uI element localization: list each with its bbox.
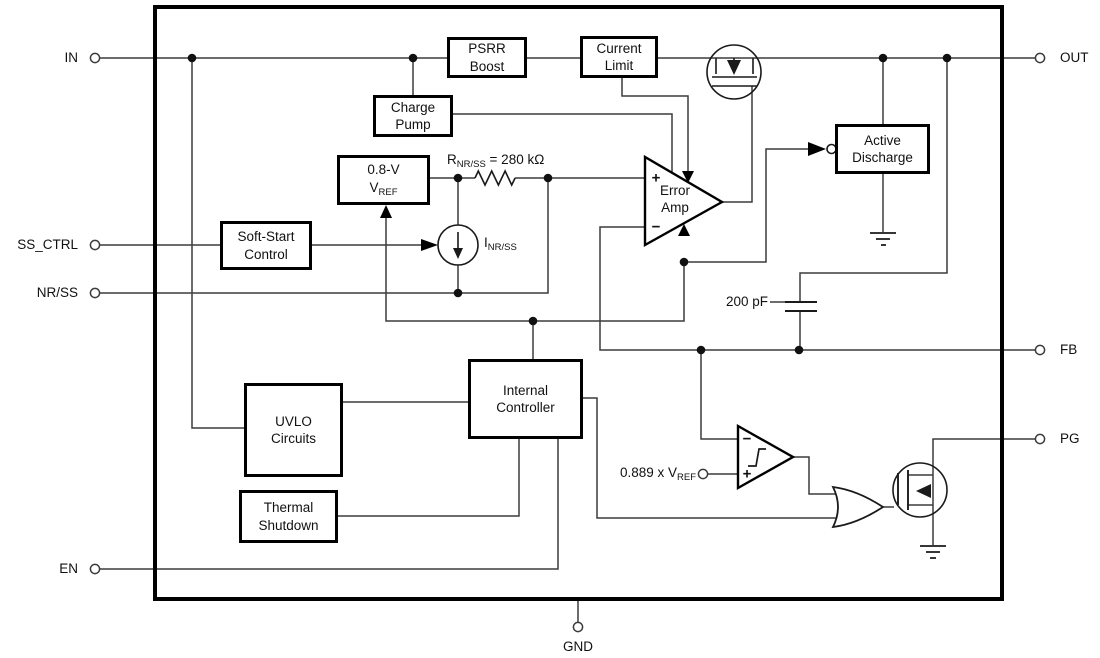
block-label: Thermal — [263, 500, 314, 516]
comparator-plus-input-label: + — [742, 465, 752, 483]
block-label: Pump — [395, 117, 431, 132]
thermal-shutdown-block: Thermal Shutdown — [239, 490, 338, 543]
capacitor-value-label: 200 pF — [725, 294, 768, 309]
block-label: Limit — [604, 58, 634, 73]
wiring — [100, 57, 1035, 622]
nr-ss-pin-terminal — [89, 287, 101, 299]
block-label: Internal — [502, 382, 549, 398]
pg-transistor-icon — [892, 462, 948, 518]
gnd-pin-terminal — [572, 621, 584, 633]
block-label: Charge — [390, 99, 436, 115]
error-amp-minus-input-label: − — [651, 218, 661, 236]
current-limit-block: Current Limit — [580, 36, 658, 78]
soft-start-control-block: Soft-Start Control — [220, 221, 312, 270]
pin-label-ss-ctrl: SS_CTRL — [17, 237, 78, 252]
pin-label-in: IN — [64, 50, 79, 65]
error-amp-triangle — [643, 154, 725, 248]
pin-label-nr-ss: NR/SS — [36, 285, 78, 300]
body-diode-arrow-icon — [727, 60, 741, 75]
block-label: Active — [864, 132, 901, 148]
pin-label-fb: FB — [1060, 342, 1078, 357]
error-amp-label: Error Amp — [660, 183, 690, 215]
ground-icon — [920, 545, 946, 559]
pass-transistor-icon — [706, 44, 762, 100]
pin-terminals — [89, 52, 1046, 633]
internal-controller-block: Internal Controller — [468, 359, 583, 439]
resistor-icon — [474, 169, 516, 187]
out-pin-terminal — [1034, 52, 1046, 64]
current-limit-arrow-icon — [682, 171, 694, 183]
body-diode-arrow-icon — [916, 484, 931, 498]
block-label: Controller — [496, 400, 555, 415]
signal-arrowheads — [380, 142, 826, 251]
block-label: Shutdown — [258, 517, 319, 533]
pin-label-gnd: GND — [563, 639, 593, 654]
block-label: Boost — [469, 58, 505, 74]
block-label: Current — [596, 40, 642, 56]
vref-block: 0.8-V VREF — [337, 155, 430, 205]
ss-ctrl-pin-terminal — [89, 239, 101, 251]
pg-pin-terminal — [1034, 433, 1046, 445]
current-direction-arrow-icon — [453, 248, 463, 259]
nrss-current-label: INR/SS — [484, 235, 517, 253]
soft-start-arrow-icon — [421, 239, 438, 251]
block-label: PSRR — [468, 41, 506, 57]
block-label: Discharge — [852, 150, 913, 165]
charge-pump-block: Charge Pump — [373, 95, 453, 137]
error-amp-plus-input-label: + — [651, 169, 661, 187]
psrr-boost-block: PSRR Boost — [447, 37, 527, 78]
or-gate-icon — [831, 485, 885, 529]
uvlo-circuits-block: UVLO Circuits — [244, 383, 343, 477]
block-label: VREF — [369, 179, 398, 198]
ground-icon — [870, 232, 896, 246]
error-amp-enable-arrow-icon — [678, 224, 690, 236]
current-source-icon — [437, 224, 479, 266]
pg-threshold-label: 0.889 x VREF — [619, 465, 696, 483]
pin-label-pg: PG — [1060, 431, 1080, 446]
inverter-arrow-icon — [808, 142, 826, 156]
block-label: Control — [244, 246, 288, 262]
block-label: Circuits — [270, 431, 316, 446]
comparator-minus-input-label: − — [742, 430, 752, 448]
pin-label-en: EN — [59, 561, 78, 576]
chip-boundary — [153, 5, 1004, 601]
fb-pin-terminal — [1034, 344, 1046, 356]
en-pin-terminal — [89, 563, 101, 575]
nrss-resistor-value-label: RNR/SS = 280 kΩ — [447, 152, 545, 170]
junction-dots — [187, 53, 952, 355]
active-discharge-block: Active Discharge — [835, 124, 930, 174]
vref-tap-terminal — [697, 468, 709, 480]
vref-enable-arrow-icon — [380, 205, 392, 218]
block-label: UVLO — [275, 413, 312, 429]
block-label: 0.8-V — [367, 162, 400, 178]
hysteresis-icon — [748, 448, 766, 467]
capacitor-icon — [785, 301, 817, 312]
block-label: Soft-Start — [237, 229, 295, 245]
comparator-icon — [736, 423, 796, 491]
pin-label-out: OUT — [1060, 50, 1089, 65]
in-pin-terminal — [89, 52, 101, 64]
